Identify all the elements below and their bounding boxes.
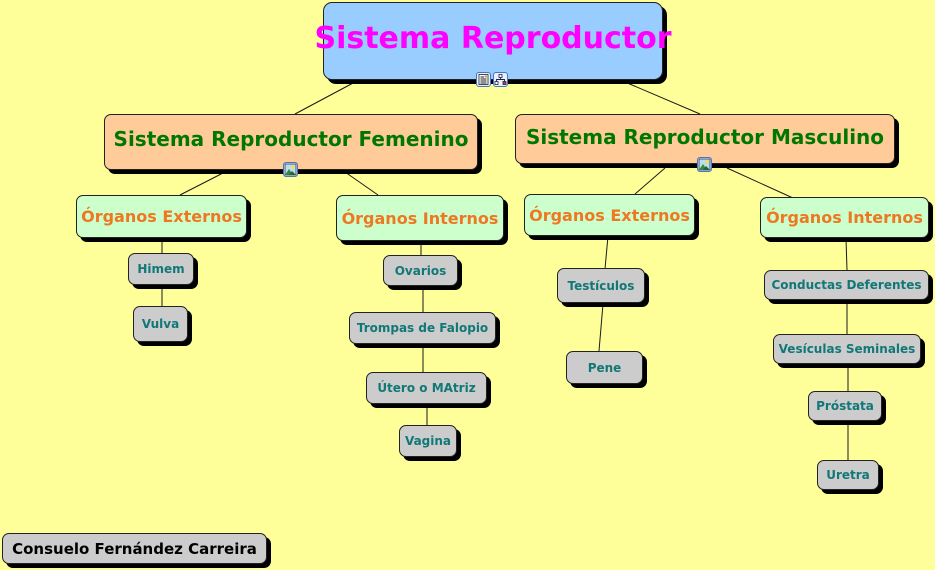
leaf-node-testiculos[interactable]: Testículos: [557, 268, 645, 303]
author-box[interactable]: Consuelo Fernández Carreira: [2, 533, 267, 564]
leaf-label: Conductas Deferentes: [771, 278, 922, 292]
group-label: Órganos Externos: [81, 207, 242, 226]
link-male-external: [634, 167, 666, 195]
leaf-node-uretra[interactable]: Uretra: [817, 460, 879, 490]
leaf-node-pene[interactable]: Pene: [566, 351, 643, 384]
link-female-internal: [344, 171, 379, 196]
group-label: Órganos Externos: [529, 205, 690, 225]
branch-node-masculino[interactable]: Sistema Reproductor Masculino: [515, 114, 895, 164]
leaf-node-vulva[interactable]: Vulva: [133, 306, 188, 342]
group-node-masculino-externos[interactable]: Órganos Externos: [524, 194, 695, 236]
leaf-node-himem[interactable]: Himem: [128, 253, 194, 285]
leaf-label: Testículos: [567, 278, 635, 293]
leaf-label: Útero o MAtriz: [377, 381, 476, 395]
leaf-node-trompas-de-falopio[interactable]: Trompas de Falopio: [349, 312, 496, 344]
leaf-label: Pene: [587, 360, 622, 375]
branch-node-femenino[interactable]: Sistema Reproductor Femenino: [104, 114, 478, 170]
leaf-node-prostata[interactable]: Próstata: [808, 391, 882, 421]
image-icon[interactable]: [697, 157, 712, 172]
author-name: Consuelo Fernández Carreira: [12, 539, 257, 558]
group-label: Órganos Internos: [766, 208, 923, 227]
leaf-node-vagina[interactable]: Vagina: [399, 425, 457, 457]
link-root-male: [624, 81, 701, 115]
group-label: Órganos Internos: [341, 208, 499, 228]
group-node-masculino-internos[interactable]: Órganos Internos: [760, 197, 929, 238]
leaf-label: Vulva: [141, 317, 180, 331]
root-node-sistema-reproductor[interactable]: Sistema Reproductor: [314, 2, 672, 80]
link-mint-conductas: [845, 237, 848, 271]
leaf-label: Vagina: [404, 434, 452, 448]
leaf-label: Vesículas Seminales: [778, 342, 916, 356]
leaf-node-utero-o-matriz[interactable]: Útero o MAtriz: [366, 372, 487, 404]
leaf-label: Trompas de Falopio: [356, 321, 489, 335]
leaf-node-vesiculas-seminales[interactable]: Vesículas Seminales: [773, 334, 921, 364]
link-male-internal: [726, 167, 794, 199]
group-node-femenino-internos[interactable]: Órganos Internos: [336, 195, 504, 241]
branch-masculino-label: Sistema Reproductor Masculino: [525, 125, 885, 149]
branch-femenino-label: Sistema Reproductor Femenino: [113, 127, 469, 151]
link-root-female: [294, 81, 356, 115]
leaf-label: Himem: [137, 262, 185, 276]
document-icon[interactable]: [476, 72, 491, 87]
image-icon[interactable]: [283, 162, 298, 177]
link-mext-testiculos: [604, 235, 609, 270]
root-title: Sistema Reproductor: [314, 20, 672, 56]
link-testiculos-pene: [598, 303, 604, 352]
link-female-external: [179, 171, 226, 196]
leaf-node-ovarios[interactable]: Ovarios: [383, 255, 458, 286]
group-node-femenino-externos[interactable]: Órganos Externos: [76, 195, 247, 238]
leaf-node-conductas-deferentes[interactable]: Conductas Deferentes: [764, 270, 929, 300]
map-icon[interactable]: [493, 72, 508, 87]
leaf-label: Ovarios: [394, 263, 447, 278]
leaf-label: Uretra: [826, 468, 870, 482]
leaf-label: Próstata: [816, 399, 874, 413]
